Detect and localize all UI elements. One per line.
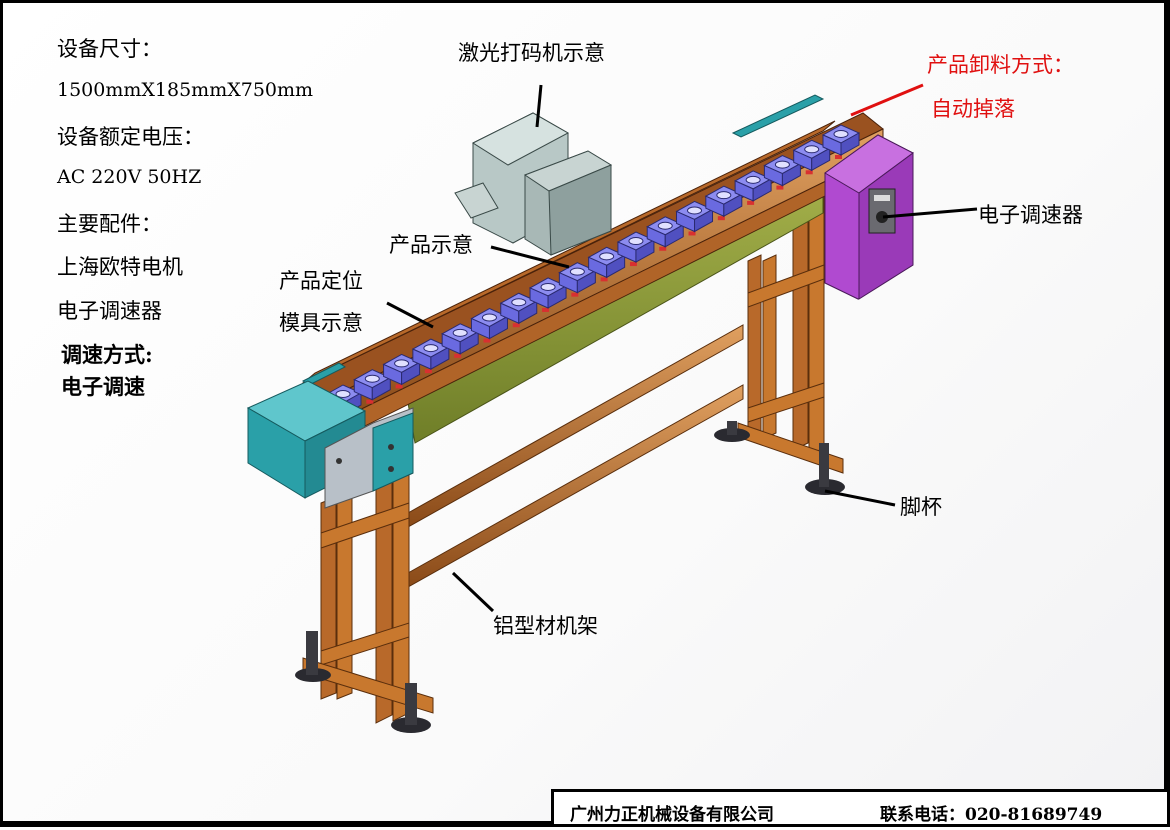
rail-red-mark — [571, 292, 579, 297]
contact-phone: 联系电话：020-81689749 — [880, 805, 1103, 825]
fixture-block — [616, 231, 656, 263]
unload-arrow-line — [850, 83, 924, 117]
rail-red-mark — [805, 170, 813, 175]
spec-part-motor: 上海欧特电机 — [57, 255, 183, 279]
fixture-block — [821, 124, 861, 156]
leader-lines — [386, 84, 978, 613]
rail-red-mark — [512, 323, 520, 328]
rail-red-mark — [366, 399, 374, 404]
callout-foot-cup: 脚杯 — [900, 495, 942, 519]
rail-red-mark — [688, 231, 696, 236]
callout-laser-marker: 激光打码机示意 — [458, 41, 605, 65]
spec-size-value: 1500mmX185mmX750mm — [57, 79, 314, 101]
rail-red-mark — [776, 185, 784, 190]
front-foot-cups — [295, 631, 431, 733]
callout-unload-value: 自动掉落 — [931, 97, 1015, 121]
rail-red-mark — [747, 200, 755, 205]
fixture-block — [411, 338, 451, 370]
product-fixtures — [323, 124, 861, 416]
title-block: 广州力正机械设备有限公司 联系电话：020-81689749 — [551, 789, 1167, 825]
front-leg-frame — [302, 472, 434, 724]
fixture-block — [763, 155, 802, 187]
rail-red-mark — [659, 246, 667, 251]
motor-cover-box — [246, 380, 414, 509]
spec-voltage-label: 设备额定电压： — [57, 125, 204, 149]
fixture-block — [558, 262, 597, 294]
callout-fixture-line2: 模具示意 — [279, 311, 363, 335]
conveyor-scene — [246, 83, 978, 733]
rail-red-mark — [629, 262, 637, 267]
fixture-block — [470, 307, 509, 340]
callout-unload-title: 产品卸料方式： — [927, 53, 1074, 77]
rail-red-mark — [395, 384, 403, 389]
rear-leg-frame — [737, 195, 844, 474]
spec-voltage-value: AC 220V 50HZ — [57, 166, 202, 188]
rail-red-mark — [600, 277, 608, 282]
fixture-block — [675, 200, 714, 233]
callout-fixture-line1: 产品定位 — [279, 269, 363, 293]
rail-red-mark — [483, 338, 491, 343]
callout-aluminum-frame: 铝型材机架 — [493, 614, 598, 638]
spec-parts-label: 主要配件： — [57, 212, 162, 236]
spec-size-label: 设备尺寸： — [57, 37, 162, 61]
rail-red-mark — [835, 155, 842, 159]
spec-part-governor: 电子调速器 — [57, 299, 162, 323]
fixture-block — [528, 277, 568, 309]
rail-red-mark — [542, 307, 550, 312]
laser-marker-device — [454, 112, 613, 256]
callout-speed-governor: 电子调速器 — [978, 203, 1083, 227]
rail-red-mark — [454, 353, 462, 358]
top-cyan-strip — [731, 94, 825, 138]
rail-red-mark — [717, 216, 725, 221]
spec-speed-mode-label: 调速方式: — [61, 342, 153, 367]
fixture-block — [646, 216, 685, 248]
rail-red-mark — [424, 369, 432, 374]
company-name: 广州力正机械设备有限公司 — [570, 805, 774, 825]
rear-foot-cups — [714, 421, 845, 495]
fixture-block — [441, 323, 480, 355]
spec-speed-mode-value: 电子调速 — [61, 374, 145, 399]
fixture-block — [353, 369, 392, 401]
speed-controller-box — [824, 134, 914, 300]
callout-product: 产品示意 — [389, 233, 473, 257]
fixture-block — [704, 185, 743, 218]
